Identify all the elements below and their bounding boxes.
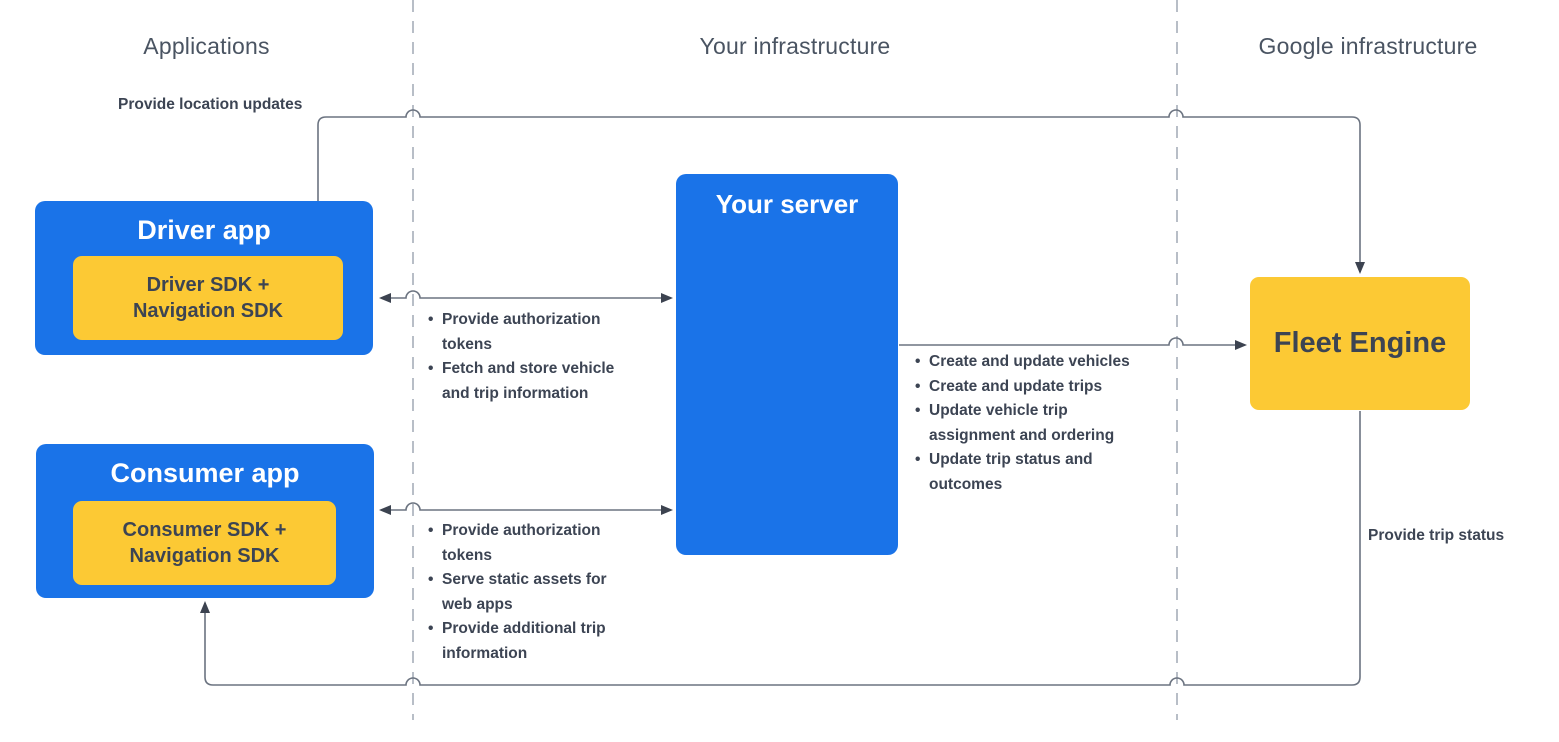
label-location-updates: Provide location updates (118, 96, 303, 113)
label-trip-status: Provide trip status (1368, 527, 1505, 544)
your-server-title: Your server (715, 189, 859, 219)
server-fleet-bullets: Create and update vehiclesCreate and upd… (915, 350, 1155, 497)
bullet-item: Create and update trips (915, 375, 1155, 400)
bullet-item: Update vehicle trip assignment and order… (915, 399, 1155, 448)
consumer-server-bullets: Provide authorization tokensServe static… (428, 519, 618, 666)
fleet-engine-box: Fleet Engine (1250, 277, 1470, 410)
column-divider-left (412, 0, 414, 720)
edge-server-fleet (899, 337, 1247, 350)
bullet-item: Update trip status and outcomes (915, 448, 1155, 497)
bullet-item: Serve static assets for web apps (428, 568, 618, 617)
column-header-google-infrastructure: Google infrastructure (1258, 33, 1478, 59)
consumer-sdk-box: Consumer SDK + Navigation SDK (73, 501, 336, 585)
bullet-item: Create and update vehicles (915, 350, 1155, 375)
edge-consumer-server (379, 502, 673, 515)
driver-app-title: Driver app (137, 215, 271, 245)
consumer-app-title: Consumer app (110, 458, 300, 488)
column-header-applications: Applications (143, 33, 270, 59)
bullet-item: Fetch and store vehicle and trip informa… (428, 357, 636, 406)
column-divider-right (1176, 0, 1178, 720)
consumer-sdk-label: Consumer SDK + Navigation SDK (122, 518, 287, 567)
fleet-engine-title: Fleet Engine (1273, 327, 1447, 359)
driver-sdk-box: Driver SDK + Navigation SDK (73, 256, 343, 340)
your-server-box: Your server (676, 174, 898, 555)
edge-driver-server (379, 290, 673, 303)
bullet-item: Provide authorization tokens (428, 519, 618, 568)
bullet-item: Provide authorization tokens (428, 308, 636, 357)
column-header-your-infrastructure: Your infrastructure (699, 33, 891, 59)
driver-server-bullets: Provide authorization tokensFetch and st… (428, 308, 636, 406)
bullet-item: Provide additional trip information (428, 617, 618, 666)
driver-sdk-label: Driver SDK + Navigation SDK (132, 273, 284, 322)
